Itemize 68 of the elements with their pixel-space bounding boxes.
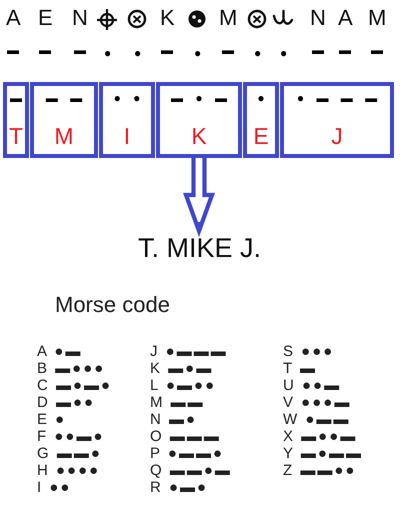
decoded-letter: I	[124, 122, 130, 150]
morse-symbols: ▬ ● ▬	[171, 90, 227, 106]
morse-code-entry: Q ▬▬●▬	[150, 462, 232, 479]
letter-box	[280, 82, 394, 158]
morse-symbols: ●	[257, 90, 265, 106]
morse-code-entry: T ▬	[283, 360, 318, 377]
morse-symbols: ▬ ▬	[46, 90, 82, 106]
morse-symbol: ▬	[39, 43, 51, 57]
morse-code-entry: F ●●▬●	[37, 428, 105, 445]
cipher-letter: N	[310, 6, 326, 30]
morse-code-entry: I ●●	[37, 479, 72, 496]
morse-symbol: ▬	[161, 43, 173, 57]
morse-symbol: ●	[104, 46, 112, 60]
morse-code-entry: E ●	[37, 411, 66, 428]
cipher-letter: M	[368, 6, 386, 30]
cipher-letter: M	[219, 6, 238, 30]
letter-box	[156, 82, 242, 158]
decoded-letter: E	[253, 122, 269, 150]
morse-code-entry: B ▬●●●	[37, 360, 106, 377]
morse-code-entry: N ▬●	[150, 411, 198, 428]
morse-code-entry: H ●●●●	[37, 462, 100, 479]
morse-symbol: ▬	[371, 43, 383, 57]
morse-symbol: ▬	[7, 43, 19, 57]
morse-code-entry: M ▬▬	[150, 394, 205, 411]
morse-code-entry: A ●▬	[37, 343, 82, 360]
decoded-letter: M	[54, 122, 74, 150]
morse-code-entry: Y ▬●▬▬	[283, 445, 363, 462]
cipher-letter: A	[338, 6, 353, 30]
morse-symbols: ● ●	[114, 90, 140, 106]
section-heading: Morse code	[55, 292, 170, 318]
morse-symbol: ▬	[312, 43, 324, 57]
morse-code-entry: W ●▬▬	[283, 411, 350, 428]
morse-symbol: ●	[280, 46, 288, 60]
cipher-letter: E	[38, 6, 53, 30]
morse-code-entry: Z ▬▬●●	[283, 462, 356, 479]
morse-symbol: ▬	[74, 43, 86, 57]
decoded-letter: T	[8, 122, 24, 150]
morse-symbol: ●	[194, 46, 202, 60]
morse-code-entry: D ▬●●	[37, 394, 96, 411]
morse-symbol: ▬	[222, 43, 234, 57]
decoded-letter: K	[191, 122, 207, 150]
morse-code-entry: J ●▬▬▬	[150, 343, 228, 360]
cipher-letter: A	[6, 6, 21, 30]
morse-code-entry: X ▬●●▬	[283, 428, 358, 445]
morse-code-entry: K ▬●▬	[150, 360, 214, 377]
morse-code-entry: C ▬●▬●	[37, 377, 112, 394]
morse-symbols: ▬	[10, 90, 22, 106]
morse-symbol: ●	[134, 46, 142, 60]
morse-code-entry: L ●▬●●	[150, 377, 216, 394]
morse-code-entry: R ●▬●	[150, 479, 208, 496]
morse-code-entry: P ●▬▬●	[150, 445, 224, 462]
letter-box	[243, 82, 279, 158]
decoded-message: T. MIKE J.	[138, 231, 262, 265]
morse-code-entry: G ▬▬●	[37, 445, 102, 462]
letter-box	[99, 82, 155, 158]
morse-symbol: ●	[254, 46, 262, 60]
letter-box	[30, 82, 98, 158]
cipher-letter: N	[72, 6, 88, 30]
decoded-letter: J	[331, 122, 343, 150]
hollow-arrow	[183, 156, 215, 238]
letter-box	[3, 82, 29, 158]
morse-symbols: ● ▬ ▬ ▬	[296, 90, 378, 106]
morse-symbol: ▬	[339, 43, 351, 57]
morse-code-entry: U ●●▬	[283, 377, 342, 394]
morse-code-entry: V ●●●▬	[283, 394, 352, 411]
morse-code-entry: O ▬▬▬	[150, 428, 221, 445]
cipher-letter: K	[160, 6, 175, 30]
morse-code-entry: S ●●●	[283, 343, 334, 360]
